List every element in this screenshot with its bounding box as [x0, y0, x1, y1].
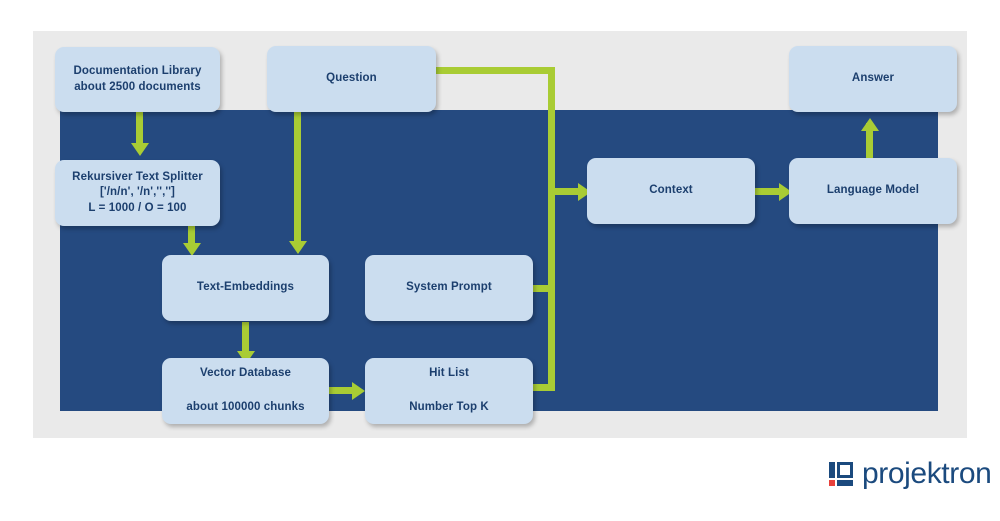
- connector-bus-vertical: [548, 67, 555, 391]
- connector-vectordb-to-hitlist: [329, 387, 355, 394]
- node-answer[interactable]: Answer: [789, 46, 957, 112]
- arrowhead-context-to-languagemodel: [779, 182, 792, 201]
- connector-systemprompt-to-bus: [533, 285, 555, 292]
- connector-splitter-to-embeddings: [188, 226, 195, 246]
- connector-library-to-splitter: [136, 112, 143, 146]
- node-context-label: Context: [649, 184, 693, 197]
- node-documentation-library-line1: Documentation Library: [73, 64, 202, 77]
- node-context[interactable]: Context: [587, 158, 755, 224]
- arrowhead-library-to-splitter: [130, 143, 149, 156]
- node-hit-list-line2: Number Top K: [409, 401, 489, 413]
- connector-question-to-embeddings: [294, 112, 301, 244]
- connector-embeddings-to-vectordb: [242, 322, 249, 354]
- node-vector-database[interactable]: Vector Database about 100000 chunks: [162, 358, 329, 424]
- node-splitter-line2: ['/n/n', '/n','','']: [100, 186, 175, 199]
- connector-question-to-bus: [436, 67, 555, 74]
- node-splitter-line3: L = 1000 / O = 100: [88, 201, 187, 214]
- connector-context-to-languagemodel: [755, 188, 782, 195]
- node-hit-list-line1: Hit List: [429, 367, 469, 380]
- node-question-label: Question: [326, 72, 377, 85]
- node-documentation-library-line2: about 2500 documents: [74, 80, 201, 93]
- node-rekursiver-text-splitter[interactable]: Rekursiver Text Splitter ['/n/n', '/n','…: [55, 160, 220, 226]
- projektron-wordmark: projektron: [862, 457, 992, 490]
- projektron-logo[interactable]: projektron: [829, 457, 992, 490]
- node-text-embeddings[interactable]: Text-Embeddings: [162, 255, 329, 321]
- node-question[interactable]: Question: [267, 46, 436, 112]
- node-hit-list[interactable]: Hit List Number Top K: [365, 358, 533, 424]
- node-language-model-label: Language Model: [826, 184, 920, 197]
- node-vector-database-line2: about 100000 chunks: [186, 401, 305, 413]
- connector-systemprompt-stub: [533, 285, 540, 292]
- node-system-prompt[interactable]: System Prompt: [365, 255, 533, 321]
- node-documentation-library[interactable]: Documentation Library about 2500 documen…: [55, 47, 220, 112]
- arrowhead-vectordb-to-hitlist: [352, 381, 365, 400]
- projektron-logo-mark: [829, 462, 853, 486]
- arrowhead-splitter-to-embeddings: [182, 243, 201, 256]
- node-system-prompt-label: System Prompt: [406, 281, 492, 294]
- connector-languagemodel-to-answer: [866, 123, 873, 158]
- node-language-model[interactable]: Language Model: [789, 158, 957, 224]
- node-text-embeddings-label: Text-Embeddings: [196, 281, 295, 294]
- arrowhead-languagemodel-to-answer: [860, 118, 879, 131]
- arrowhead-question-to-embeddings: [288, 241, 307, 254]
- node-answer-label: Answer: [851, 72, 895, 85]
- node-splitter-line1: Rekursiver Text Splitter: [72, 170, 203, 183]
- node-vector-database-line1: Vector Database: [200, 367, 291, 380]
- connector-hitlist-to-bus: [533, 384, 555, 391]
- connector-bus-to-context: [548, 188, 582, 195]
